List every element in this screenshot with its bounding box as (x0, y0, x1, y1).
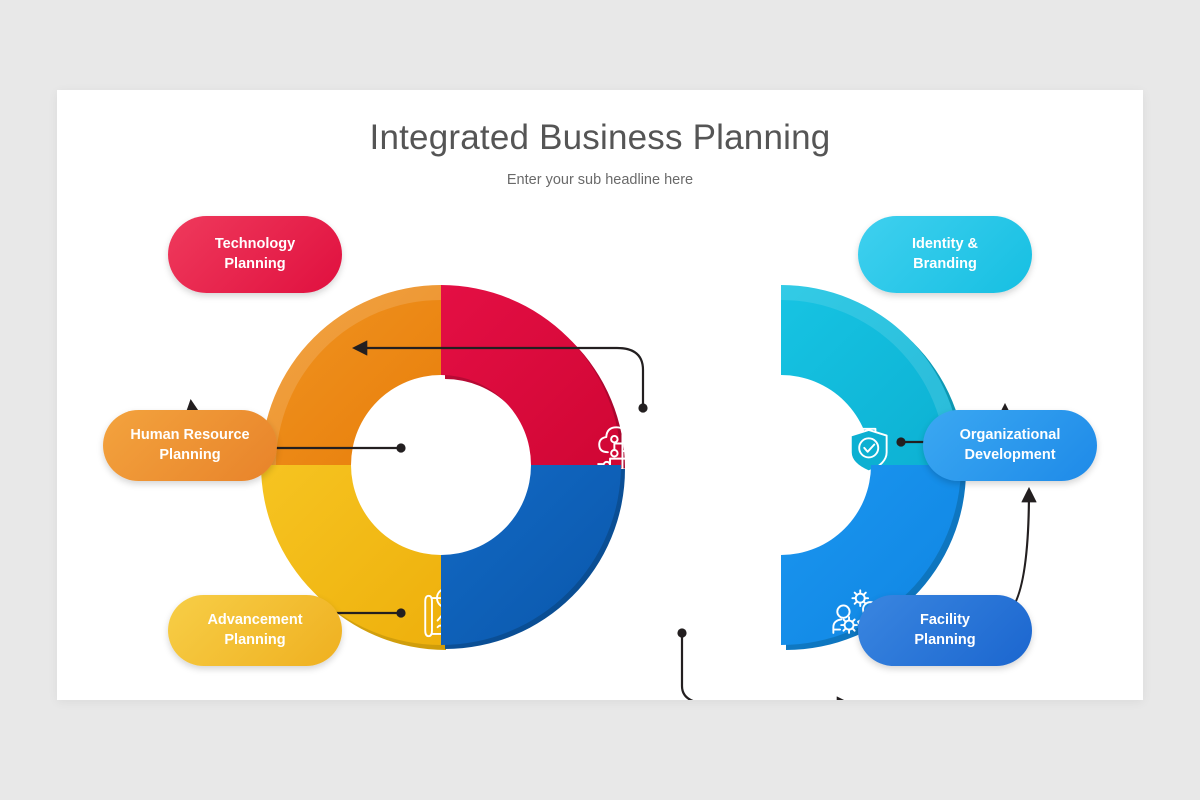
segment-technology-planning[interactable] (441, 285, 649, 479)
segment-identity-branding[interactable] (781, 285, 961, 473)
training-board-people-icon (425, 423, 475, 479)
label-identity-branding[interactable]: Identity & Branding (858, 216, 1032, 293)
page-title: Integrated Business Planning (369, 118, 831, 157)
label-facility-planning[interactable]: Facility Planning (858, 595, 1032, 666)
label-technology-planning[interactable]: Technology Planning (168, 216, 342, 293)
segment-facility-planning[interactable] (441, 465, 718, 649)
slide-canvas: Integrated Business Planning Enter your … (57, 90, 1143, 700)
connector-technology-planning (351, 340, 645, 410)
label-organizational-development[interactable]: Organizational Development (923, 410, 1097, 481)
connector-facility-planning (680, 631, 853, 700)
id-card-shield-check-icon (836, 427, 888, 473)
page-subtitle: Enter your sub headline here (506, 172, 694, 188)
label-human-resource-planning[interactable]: Human Resource Planning (103, 410, 277, 481)
label-advancement-planning[interactable]: Advancement Planning (168, 595, 342, 666)
segment-human-resource-planning[interactable] (261, 285, 475, 479)
